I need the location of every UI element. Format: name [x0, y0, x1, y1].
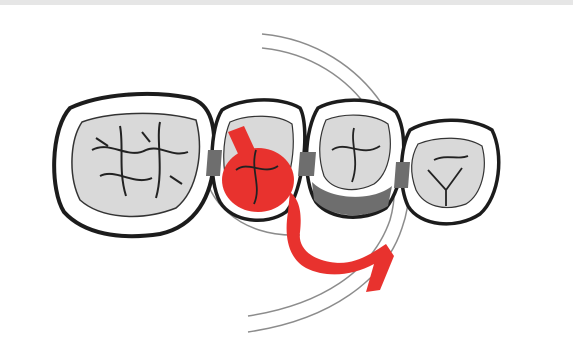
molar-tooth [54, 94, 214, 236]
canine-occlusal [412, 138, 485, 207]
canine-tooth [401, 120, 498, 224]
premolar-tooth [306, 100, 403, 217]
molar-occlusal-table [72, 113, 199, 216]
red-highlight-cusp [222, 148, 294, 212]
